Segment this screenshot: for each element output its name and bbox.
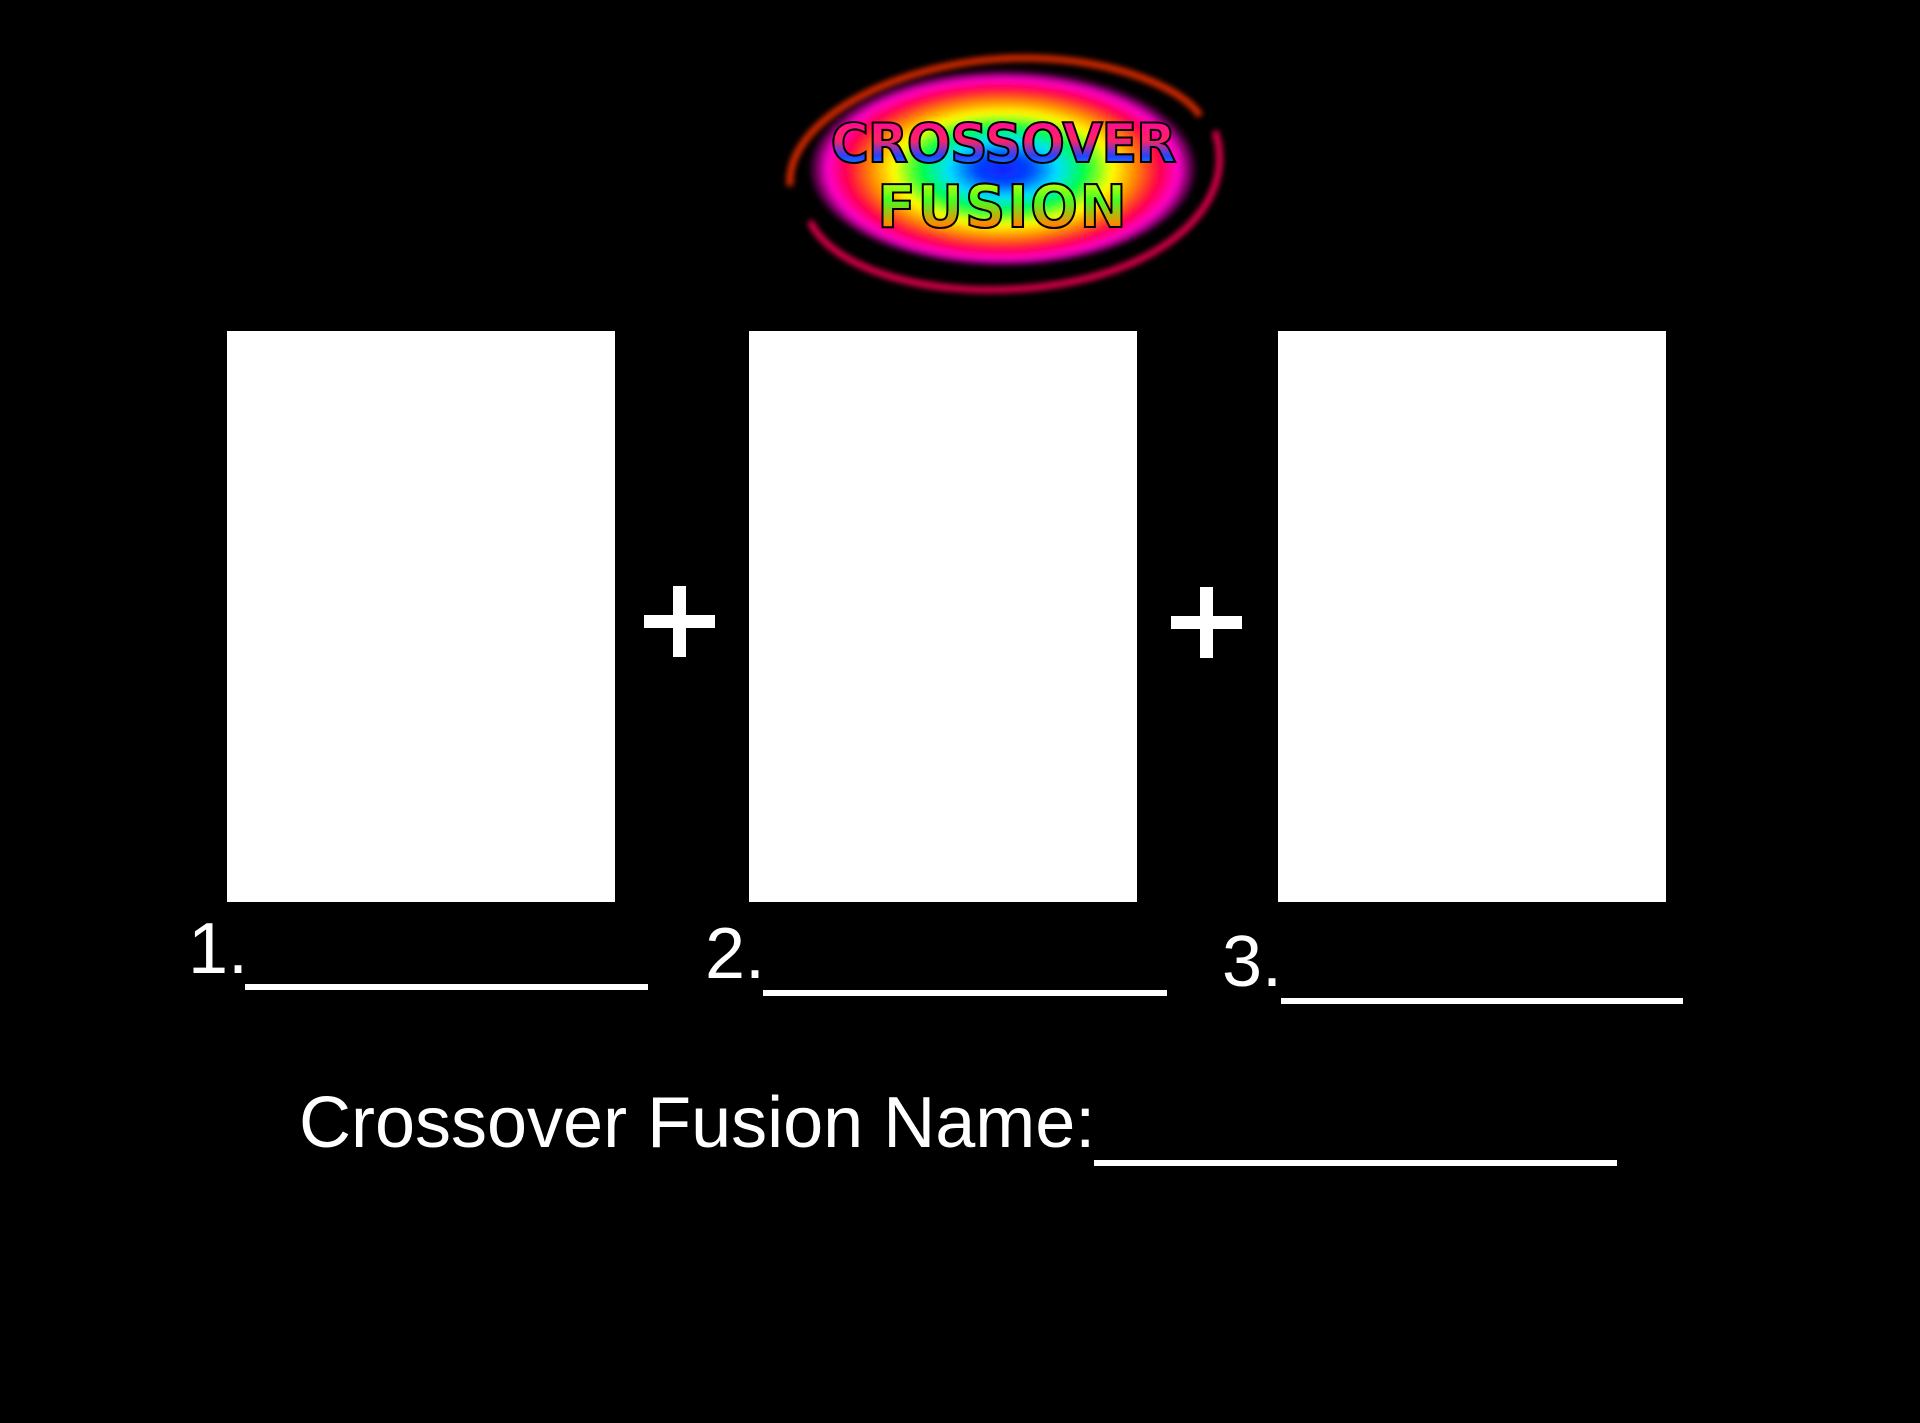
crossover-fusion-logo: CROSSOVER FUSION <box>770 36 1240 306</box>
plus-icon-1 <box>644 586 715 657</box>
character-panel-2[interactable] <box>749 331 1137 902</box>
fusion-name-blank[interactable] <box>1094 1160 1617 1166</box>
plus-icon-2 <box>1171 587 1242 658</box>
panel-label-1: 1. <box>188 909 249 989</box>
panel-name-blank-2[interactable] <box>763 990 1167 996</box>
panel-name-blank-3[interactable] <box>1281 998 1683 1004</box>
fusion-name-label: Crossover Fusion Name: <box>299 1083 1096 1163</box>
panel-label-2: 2. <box>705 914 766 994</box>
panel-label-3: 3. <box>1222 922 1283 1002</box>
character-panel-1[interactable] <box>227 331 615 902</box>
logo-line2: FUSION <box>877 173 1128 242</box>
logo-line1: CROSSOVER <box>831 112 1175 175</box>
panel-name-blank-1[interactable] <box>245 984 648 990</box>
character-panel-3[interactable] <box>1278 331 1666 902</box>
